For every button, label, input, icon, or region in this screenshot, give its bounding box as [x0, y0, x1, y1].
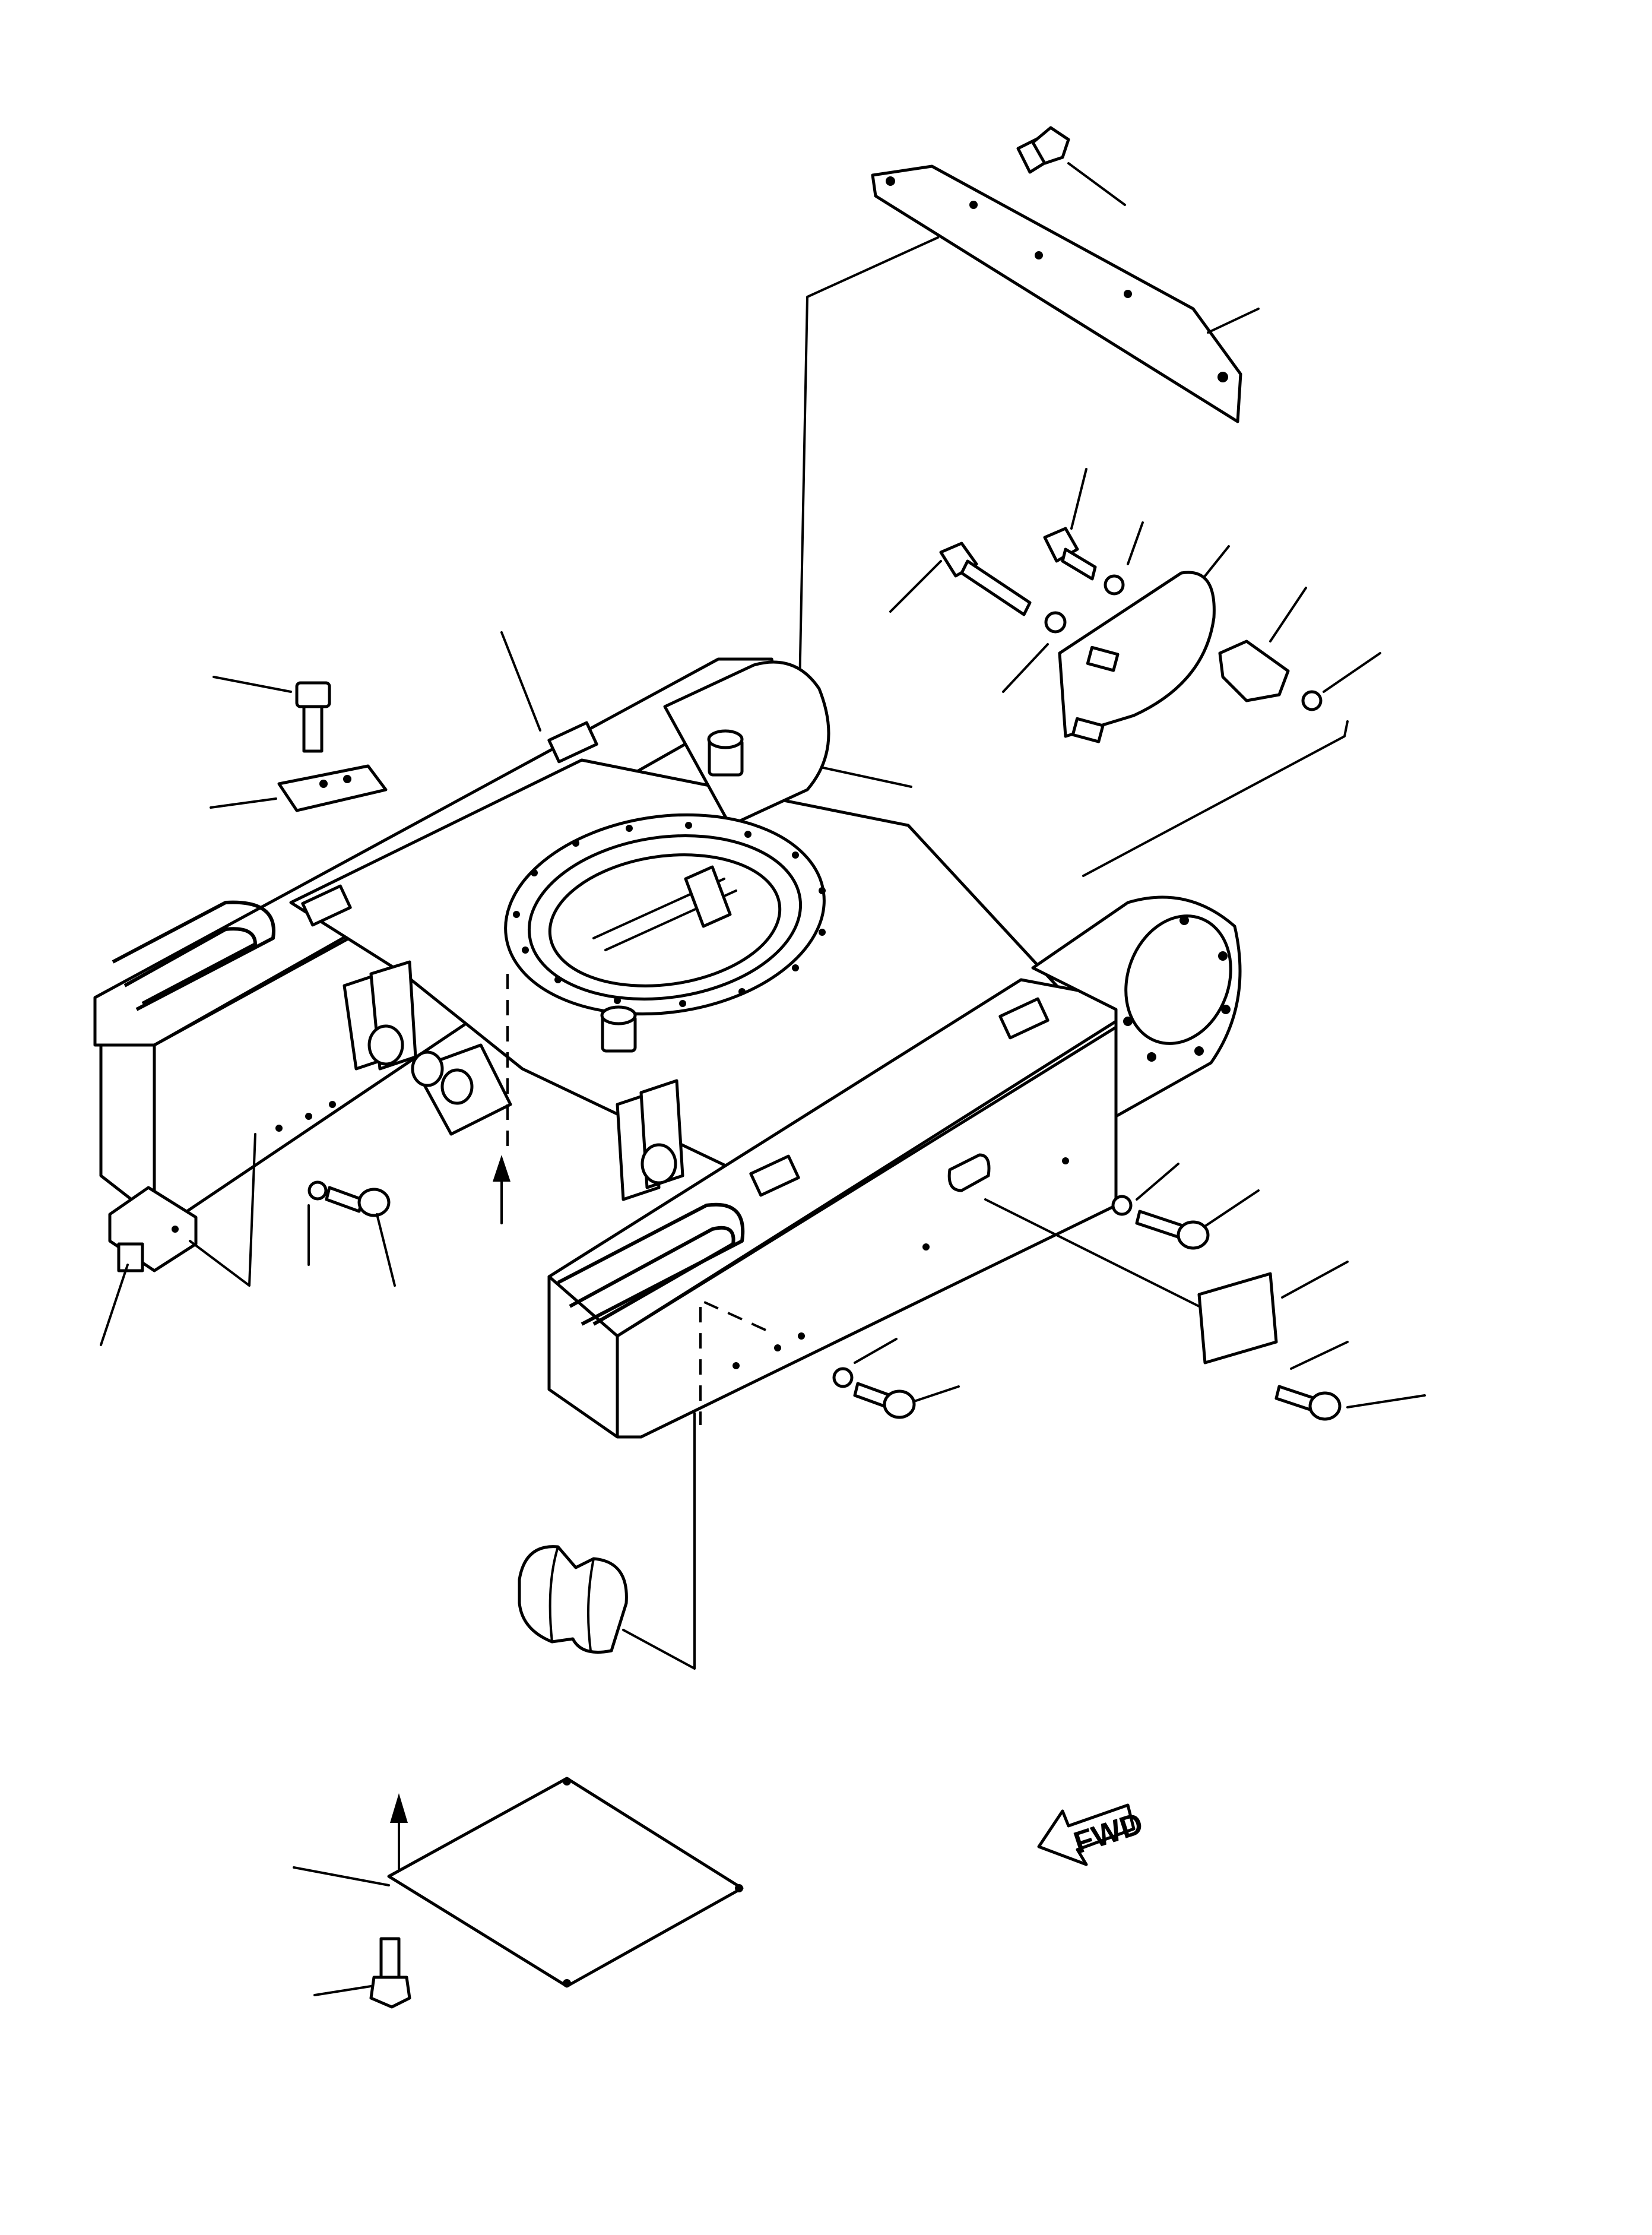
under-cover-plate	[387, 1777, 744, 1988]
leader-line	[189, 1133, 256, 1287]
leader-line	[376, 1213, 396, 1287]
leader-line	[1290, 1341, 1349, 1370]
bolt-left-lower	[325, 1186, 391, 1217]
leader-line	[1346, 1394, 1426, 1408]
leader-line	[100, 1264, 129, 1346]
bolt-left-top	[295, 681, 331, 753]
leader-line	[913, 1385, 960, 1403]
leader-line	[797, 236, 939, 749]
leader-line	[1281, 1261, 1349, 1299]
assembly-arrowhead	[390, 1793, 408, 1823]
bolt-right-bottom	[1274, 1385, 1342, 1421]
sensor-switch	[108, 1186, 198, 1272]
pivot-bracket	[343, 960, 684, 1201]
forward-direction-arrow: FWD	[1037, 1803, 1147, 1866]
leader-line	[1082, 720, 1349, 877]
leader-line	[1204, 545, 1230, 577]
access-cover-plate	[1197, 1272, 1278, 1365]
mounting-bracket	[1058, 571, 1216, 743]
washer	[1104, 574, 1125, 596]
bolt-right-lower	[1135, 1210, 1210, 1250]
leader-line	[1070, 468, 1087, 530]
washer	[1301, 690, 1323, 711]
washer	[832, 1367, 854, 1388]
washer	[1044, 611, 1067, 634]
leader-line	[210, 797, 277, 809]
spacer-collar	[1218, 640, 1290, 702]
shim-plate	[277, 764, 388, 812]
leader-line	[889, 560, 942, 613]
hex-bolt	[1043, 527, 1097, 581]
leader-line	[1269, 587, 1307, 642]
track-frame	[93, 657, 1242, 1439]
leader-line	[1204, 1189, 1260, 1227]
washer	[307, 1180, 328, 1201]
top-cover-plate	[871, 164, 1242, 423]
leader-line	[1207, 308, 1260, 334]
leader-line	[854, 1338, 898, 1364]
leader-line	[500, 631, 541, 732]
leader-line	[1323, 652, 1381, 693]
leader-line	[622, 1412, 696, 1670]
flange-bolt-bottom	[369, 1937, 411, 2009]
leader-line	[984, 1198, 1200, 1308]
leader-line	[293, 1866, 390, 1886]
leader-line	[313, 1985, 372, 1996]
pin-boss	[600, 729, 744, 1053]
leader-line	[1067, 162, 1126, 206]
long-bolt	[939, 542, 1032, 616]
stopper-block	[301, 721, 1049, 1197]
leader-line	[1136, 1163, 1179, 1201]
washer	[1111, 1195, 1133, 1216]
leader-line	[1002, 643, 1049, 693]
track-roller	[518, 1545, 628, 1654]
bolt-bottom-center	[853, 1382, 916, 1419]
leader-line	[213, 676, 292, 693]
assembly-arrowhead	[493, 1155, 510, 1182]
flange-bolt-top	[1016, 126, 1070, 174]
leader-line	[1127, 521, 1144, 565]
